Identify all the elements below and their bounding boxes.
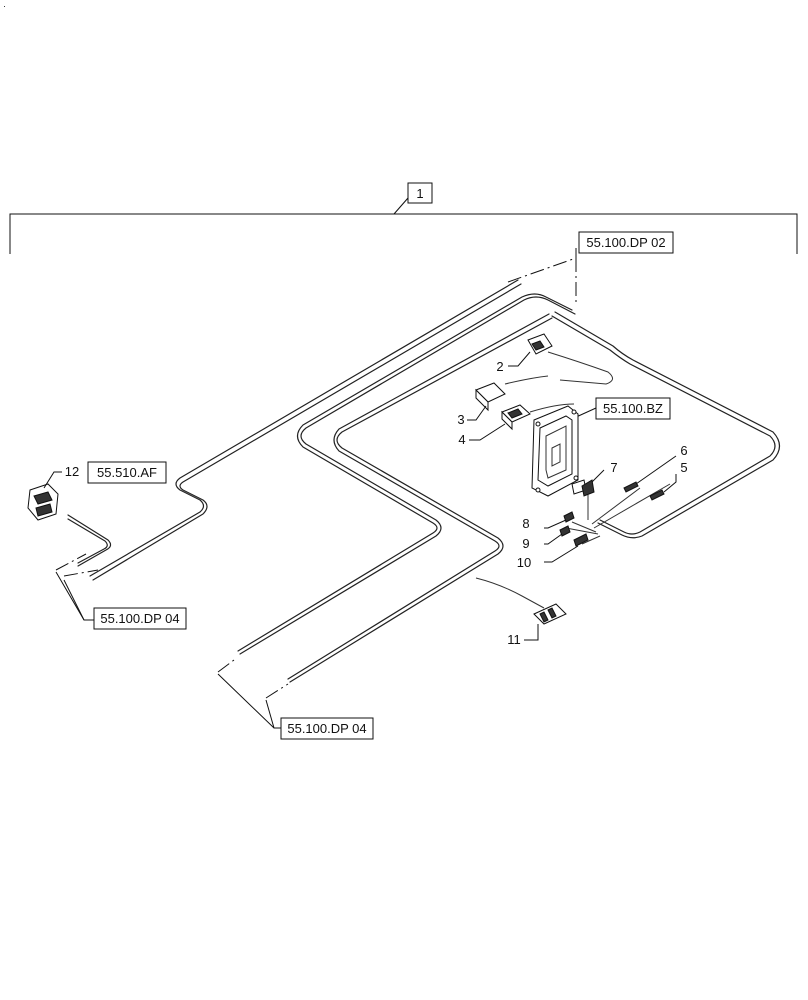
main-harness (67, 279, 781, 683)
part-2-connector: 2 (496, 333, 553, 374)
callout-6: 6 (680, 443, 687, 458)
callout-11: 11 (507, 632, 521, 647)
callout-9: 9 (522, 536, 529, 551)
callout-8: 8 (522, 516, 529, 531)
corner-mark: · (3, 1, 6, 11)
part-11-connector: 11 (507, 603, 567, 647)
part-10-terminal (544, 533, 589, 563)
reference-dp04-bottom-label: 55.100.DP 04 (287, 721, 366, 736)
part-7-terminal (581, 469, 605, 497)
reference-af: 55.510.AF (87, 461, 167, 484)
reference-dp04-bottom: 55.100.DP 04 (280, 717, 374, 740)
break-lines (55, 257, 577, 699)
reference-dp04-left: 55.100.DP 04 (93, 607, 187, 630)
callout-4: 4 (458, 432, 465, 447)
callout-10: 10 (517, 555, 531, 570)
reference-bz: 55.100.BZ (595, 397, 671, 420)
part-4-connector: 4 (458, 404, 531, 447)
reference-af-label: 55.510.AF (97, 465, 157, 480)
reference-dp02-label: 55.100.DP 02 (586, 235, 665, 250)
part-9-terminal (544, 525, 571, 545)
callout-12: 12 (65, 464, 79, 479)
assembly-bracket: 1 (9, 182, 798, 254)
callout-7: 7 (610, 460, 617, 475)
callout-2: 2 (496, 359, 503, 374)
part-12-connector: 12 (27, 464, 79, 521)
part-8-terminal (544, 511, 575, 529)
part-3-connector: 3 (457, 382, 506, 427)
pin-terminals (544, 455, 677, 563)
callout-3: 3 (457, 412, 464, 427)
part-5-terminal (649, 474, 677, 501)
part-6-terminal (623, 455, 677, 493)
reference-bz-label: 55.100.BZ (603, 401, 663, 416)
reference-dp02: 55.100.DP 02 (578, 231, 674, 254)
reference-dp04-left-label: 55.100.DP 04 (100, 611, 179, 626)
callout-5: 5 (680, 460, 687, 475)
ecu-module (531, 405, 587, 497)
assembly-callout: 1 (416, 186, 423, 201)
